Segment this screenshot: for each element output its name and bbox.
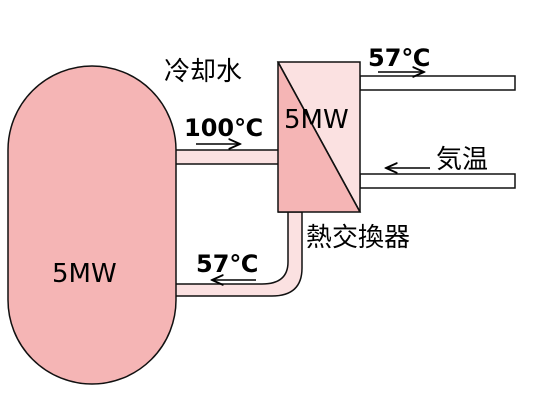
coolant-outlet-pipe <box>359 75 516 91</box>
hot-temp-label: 100℃ <box>184 114 263 142</box>
coolant-label: 冷却水 <box>164 57 242 87</box>
return-temp-label: 57℃ <box>196 250 258 278</box>
air-inlet-pipe <box>359 173 516 189</box>
hot-pipe <box>169 149 281 165</box>
top-temp-label: 57℃ <box>368 44 430 72</box>
vessel <box>7 65 177 385</box>
vessel-power-label: 5MW <box>52 259 117 289</box>
exchanger-divider <box>277 61 361 213</box>
air-temp-label: 気温 <box>436 145 488 175</box>
heat-exchanger-label: 熱交換器 <box>306 223 410 253</box>
exchanger-power-label: 5MW <box>284 105 349 135</box>
